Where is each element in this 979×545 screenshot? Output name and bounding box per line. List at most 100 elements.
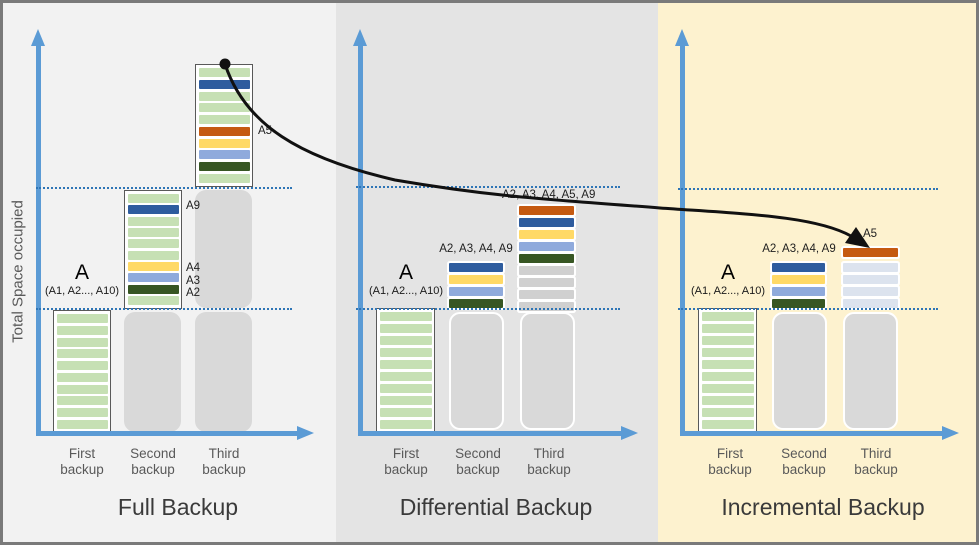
stripe-green — [127, 227, 179, 237]
annotation-a4: A4 — [186, 262, 201, 274]
stripe-pale — [843, 287, 898, 296]
col-label-first-full: First backup — [60, 446, 104, 478]
stripe-yellow — [449, 275, 503, 284]
annotation-a2: A2 — [186, 287, 201, 299]
stripe-green — [56, 361, 108, 371]
stripe-gray — [519, 290, 574, 299]
stripe-green — [701, 348, 754, 357]
ghost-block — [195, 312, 252, 432]
stripe-green — [127, 295, 179, 305]
annotation-differential-second: A2, A3, A4, A9 — [439, 243, 513, 255]
stripe-green — [127, 216, 179, 226]
title-full-backup: Full Backup — [117, 494, 239, 520]
stripe-yellow — [519, 230, 574, 239]
stripe-green — [379, 420, 432, 429]
incremental-third-backup-stack — [843, 248, 898, 308]
dataset-label-incremental: A (A1, A2..., A10) — [683, 261, 773, 298]
stripe-ltblue — [198, 150, 250, 160]
stripe-green — [701, 312, 754, 321]
annotation-incremental-second: A2, A3, A4, A9 — [762, 243, 836, 255]
stripe-green — [198, 91, 250, 101]
stripe-dkgreen — [198, 162, 250, 172]
stripe-green — [56, 372, 108, 382]
stripe-green — [701, 384, 754, 393]
stripe-green — [701, 396, 754, 405]
stripe-blue — [449, 263, 503, 272]
stripe-green — [127, 239, 179, 249]
stripe-green — [379, 384, 432, 393]
annotation-a5-incremental: A5 — [862, 228, 878, 240]
ghost-block — [772, 312, 827, 430]
stripe-green — [701, 408, 754, 417]
x-axis-arrow-icon — [621, 426, 638, 440]
ghost-block — [843, 312, 898, 430]
x-axis-arrow-icon — [942, 426, 959, 440]
stripe-green — [127, 250, 179, 260]
y-axis-label: Total Space occupied — [9, 200, 27, 343]
stripe-dkgreen — [772, 299, 825, 308]
stripe-blue — [198, 79, 250, 89]
title-differential-backup: Differential Backup — [399, 494, 593, 520]
annotation-differential-third: A2, A3, A4, A5, A9 — [502, 189, 596, 201]
stripe-orange — [519, 206, 574, 215]
col-label-third-full: Third backup — [202, 446, 246, 478]
stripe-green — [198, 103, 250, 113]
stripe-green — [127, 194, 179, 203]
stripe-gray — [519, 266, 574, 275]
ghost-block — [520, 312, 575, 430]
ghost-block — [195, 190, 252, 308]
stripe-green — [198, 115, 250, 125]
full-first-backup-bar — [53, 310, 111, 433]
stripe-green — [198, 173, 250, 183]
differential-third-backup-stack — [519, 206, 574, 311]
stripe-yellow — [127, 261, 179, 271]
stripe-green — [56, 325, 108, 335]
y-axis-incremental — [680, 46, 685, 433]
space-level-line-lower-incremental — [678, 308, 938, 310]
dataset-contents: (A1, A2..., A10) — [45, 285, 119, 298]
stripe-dkgreen — [519, 254, 574, 263]
dataset-label-differential: A (A1, A2..., A10) — [361, 261, 451, 297]
col-label-first-incremental: First backup — [708, 446, 752, 478]
annotation-a9: A9 — [186, 200, 201, 212]
stripe-green — [56, 408, 108, 418]
space-level-line-lower-differential — [356, 308, 620, 310]
dataset-contents: (A1, A2..., A10) — [691, 285, 765, 298]
y-axis-differential — [358, 46, 363, 433]
stripe-yellow — [198, 138, 250, 148]
x-axis-incremental — [680, 431, 942, 436]
stripe-pale — [843, 299, 898, 308]
incremental-first-backup-bar — [698, 308, 757, 433]
stripe-blue — [127, 205, 179, 215]
y-axis-full — [36, 46, 41, 433]
dataset-name: A — [74, 261, 89, 284]
y-axis-arrow-icon — [674, 29, 689, 46]
stripe-pale — [843, 263, 898, 272]
stripe-ltblue — [519, 242, 574, 251]
stripe-green — [379, 372, 432, 381]
stripe-blue — [519, 218, 574, 227]
col-label-second-full: Second backup — [130, 446, 176, 478]
stripe-green — [56, 349, 108, 359]
stripe-dkgreen — [127, 284, 179, 294]
stripe-green — [379, 336, 432, 345]
stripe-green — [56, 396, 108, 406]
stripe-green — [56, 419, 108, 429]
stripe-green — [701, 420, 754, 429]
stripe-dkgreen — [449, 299, 503, 308]
space-level-line-upper-full — [36, 187, 292, 189]
full-third-backup-bar — [195, 64, 253, 187]
x-axis-differential — [358, 431, 621, 436]
dataset-label-full: A (A1, A2..., A10) — [37, 261, 127, 298]
stripe-orange — [843, 248, 898, 257]
stripe-green — [379, 360, 432, 369]
differential-first-backup-bar — [376, 308, 435, 433]
ghost-block — [124, 312, 181, 432]
col-label-third-differential: Third backup — [527, 446, 571, 478]
stripe-green — [701, 336, 754, 345]
stripe-green — [379, 324, 432, 333]
stripe-green — [379, 396, 432, 405]
stripe-green — [701, 324, 754, 333]
col-label-second-differential: Second backup — [455, 446, 501, 478]
